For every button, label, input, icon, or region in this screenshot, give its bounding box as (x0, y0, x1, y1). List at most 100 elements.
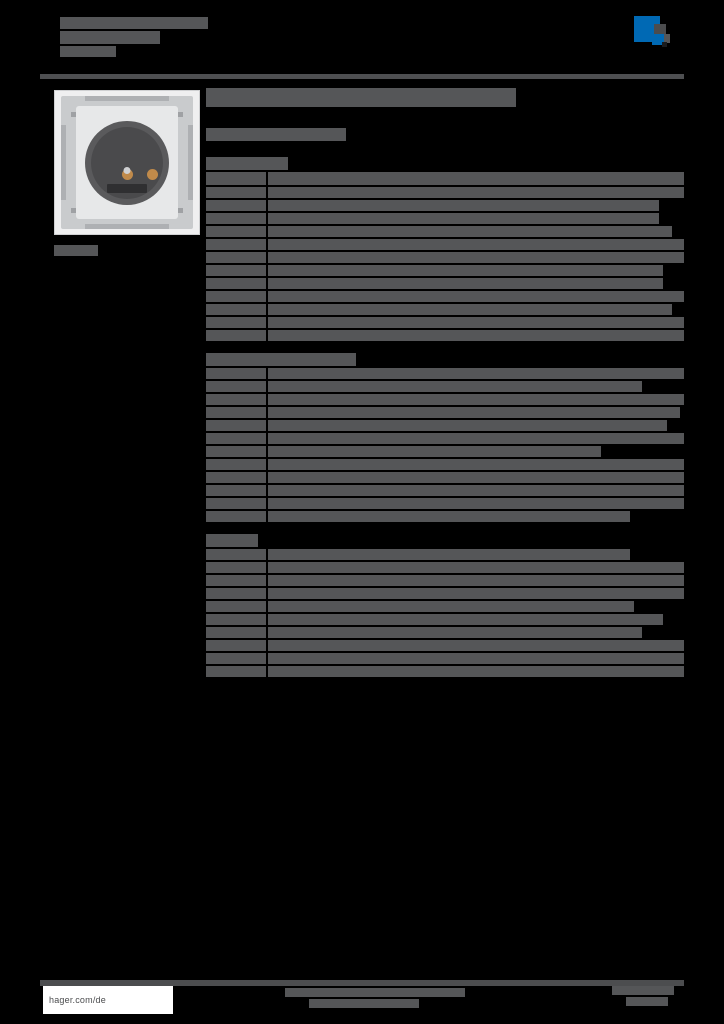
row-gap (266, 304, 268, 315)
row-label (206, 226, 266, 237)
row-value (268, 200, 659, 211)
footer-center-line-1 (285, 988, 465, 997)
spec-table (206, 353, 684, 522)
row-label (206, 407, 266, 418)
row-gap (266, 420, 268, 431)
brand-line-3 (60, 46, 116, 57)
table-row (206, 627, 684, 638)
row-value (268, 239, 684, 250)
page-footer: hager.com/de (40, 980, 684, 1020)
row-value (268, 394, 684, 405)
page-header (40, 12, 684, 79)
row-gap (266, 200, 268, 211)
row-label (206, 446, 266, 457)
row-value (268, 252, 684, 263)
row-value (268, 459, 684, 470)
row-label (206, 304, 266, 315)
socket-center-dot (123, 166, 131, 174)
page-title (206, 88, 516, 107)
row-value (268, 575, 684, 586)
row-value (268, 588, 684, 599)
row-gap (266, 666, 268, 677)
spec-tables (206, 157, 684, 677)
row-value (268, 653, 684, 664)
row-gap (266, 562, 268, 573)
table-row (206, 640, 684, 651)
row-value (268, 172, 684, 185)
row-gap (266, 172, 268, 185)
spec-table (206, 534, 684, 677)
row-value (268, 549, 630, 560)
row-label (206, 653, 266, 664)
product-caption (54, 245, 98, 256)
socket-hole-left (122, 168, 133, 180)
spec-table-heading (206, 353, 356, 366)
row-value (268, 317, 684, 328)
table-row (206, 381, 684, 392)
table-row (206, 394, 684, 405)
row-value (268, 485, 684, 496)
header-rule (40, 74, 684, 79)
row-value (268, 368, 684, 379)
row-gap (266, 394, 268, 405)
row-gap (266, 317, 268, 328)
row-label (206, 200, 266, 211)
row-value (268, 213, 659, 224)
row-label (206, 213, 266, 224)
spec-table-heading (206, 157, 288, 170)
row-label (206, 330, 266, 341)
footer-url[interactable]: hager.com/de (49, 995, 106, 1005)
row-gap (266, 407, 268, 418)
table-row (206, 239, 684, 250)
row-value (268, 330, 684, 341)
row-value (268, 446, 601, 457)
table-row (206, 498, 684, 509)
table-row (206, 172, 684, 185)
row-gap (266, 614, 268, 625)
footer-rule (40, 980, 684, 986)
row-label (206, 485, 266, 496)
row-gap (266, 653, 268, 664)
product-image (54, 90, 200, 235)
row-gap (266, 278, 268, 289)
row-value (268, 666, 684, 677)
socket-clip-left (61, 125, 66, 200)
row-value (268, 627, 642, 638)
row-value (268, 640, 684, 651)
footer-center-line-2 (309, 999, 419, 1008)
spec-table (206, 157, 684, 341)
row-label (206, 588, 266, 599)
row-value (268, 511, 630, 522)
table-row (206, 485, 684, 496)
socket-clip-right (188, 125, 193, 200)
socket-plate (76, 106, 178, 219)
table-row (206, 291, 684, 302)
row-gap (266, 472, 268, 483)
brand-line-1 (60, 17, 208, 29)
row-gap (266, 511, 268, 522)
table-row (206, 278, 684, 289)
table-row (206, 226, 684, 237)
row-label (206, 575, 266, 586)
table-row (206, 330, 684, 341)
footer-right-line-2 (626, 997, 668, 1006)
row-value (268, 187, 684, 198)
row-label (206, 252, 266, 263)
table-row (206, 304, 684, 315)
table-row (206, 472, 684, 483)
table-row (206, 562, 684, 573)
socket-frame (61, 96, 193, 229)
row-label (206, 614, 266, 625)
row-label (206, 368, 266, 379)
row-value (268, 472, 684, 483)
table-row (206, 213, 684, 224)
row-value (268, 601, 634, 612)
socket-label-bar (107, 183, 147, 193)
table-row (206, 407, 684, 418)
footer-url-box[interactable]: hager.com/de (43, 986, 173, 1014)
socket-clip-bottom (84, 224, 170, 229)
row-gap (266, 252, 268, 263)
row-gap (266, 640, 268, 651)
main-content (206, 88, 684, 681)
row-gap (266, 575, 268, 586)
